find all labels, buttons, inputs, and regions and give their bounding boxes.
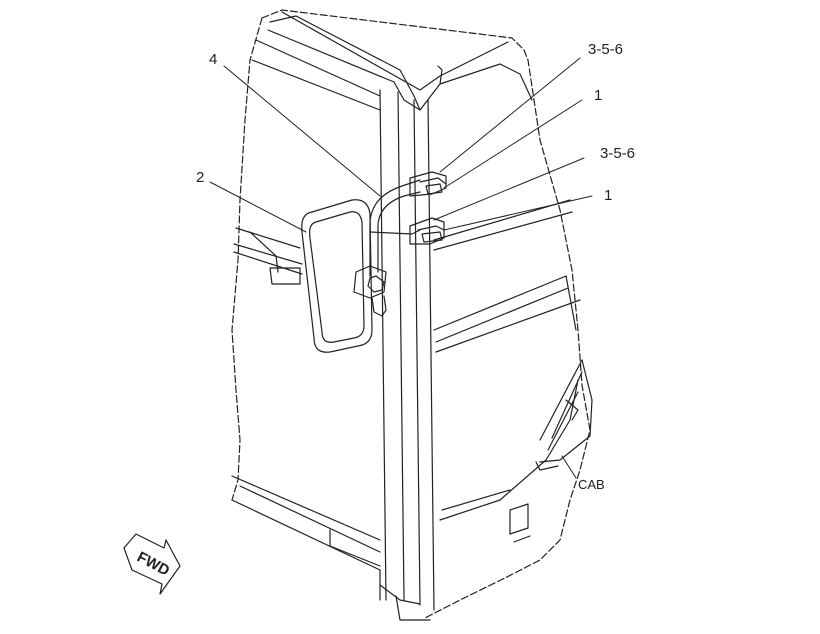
callout-1-upper: 1 [594, 87, 603, 104]
callout-1-lower: 1 [604, 187, 613, 204]
cab-frame [231, 11, 593, 621]
upper-clamp [409, 171, 447, 197]
fwd-arrow [123, 533, 181, 595]
lower-clamp [409, 217, 445, 245]
callout-4: 4 [209, 51, 218, 68]
mirror [301, 199, 373, 353]
callout-3-5-6-lower: 3-5-6 [600, 145, 636, 162]
cab-outline [231, 9, 591, 619]
callout-3-5-6-upper: 3-5-6 [588, 41, 624, 58]
callout-2: 2 [196, 169, 205, 186]
fwd-label: FWD [134, 549, 172, 580]
callout-cab: CAB [578, 477, 605, 492]
leader-lines [209, 57, 593, 479]
mirror-arm [353, 179, 421, 317]
